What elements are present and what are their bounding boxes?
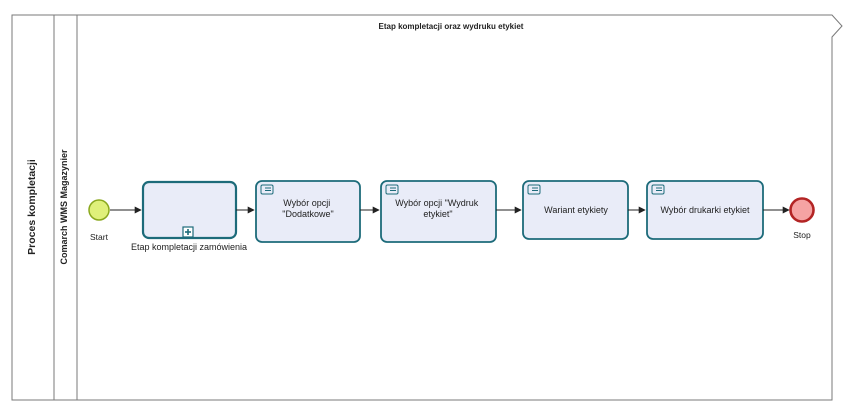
end-event-label: Stop — [793, 230, 811, 240]
start-event-label: Start — [90, 232, 109, 242]
subprocess-label: Etap kompletacji zamówienia — [131, 242, 247, 252]
lane-title: Comarch WMS Magazynier — [59, 149, 69, 265]
end-event[interactable] — [789, 197, 815, 223]
task-label: Wariant etykiety — [544, 205, 608, 215]
task-wariant-etykiety[interactable]: Wariant etykiety — [522, 180, 629, 240]
task-wybor-drukarki-etykiet[interactable]: Wybór drukarki etykiet — [646, 180, 764, 240]
user-task-icon — [651, 184, 665, 195]
task-label-line: Wybór opcji "Wydruk — [395, 198, 479, 208]
user-task-icon — [260, 184, 274, 195]
task-box[interactable] — [255, 180, 361, 243]
start-event[interactable] — [88, 199, 110, 221]
task-label: Wybór opcji "Wydruk etykiet" — [395, 198, 481, 219]
task-wybor-opcji-dodatkowe[interactable]: Wybór opcji "Dodatkowe" — [255, 180, 361, 243]
task-wybor-opcji-wydruk-etykiet[interactable]: Wybór opcji "Wydruk etykiet" — [380, 180, 497, 243]
task-label: Wybór opcji "Dodatkowe" — [282, 198, 333, 219]
task-label: Wybór drukarki etykiet — [661, 205, 750, 215]
phase-title: Etap kompletacji oraz wydruku etykiet — [379, 22, 524, 31]
task-label-line: etykiet" — [423, 209, 452, 219]
task-box[interactable] — [380, 180, 497, 243]
user-task-icon — [385, 184, 399, 195]
task-label-line: Wybór opcji — [283, 198, 330, 208]
task-label-line: Wariant etykiety — [544, 205, 608, 215]
user-task-icon — [527, 184, 541, 195]
task-label-line: Wybór drukarki etykiet — [661, 205, 750, 215]
pool-title: Proces kompletacji — [26, 159, 38, 255]
task-label-line: "Dodatkowe" — [282, 209, 333, 219]
